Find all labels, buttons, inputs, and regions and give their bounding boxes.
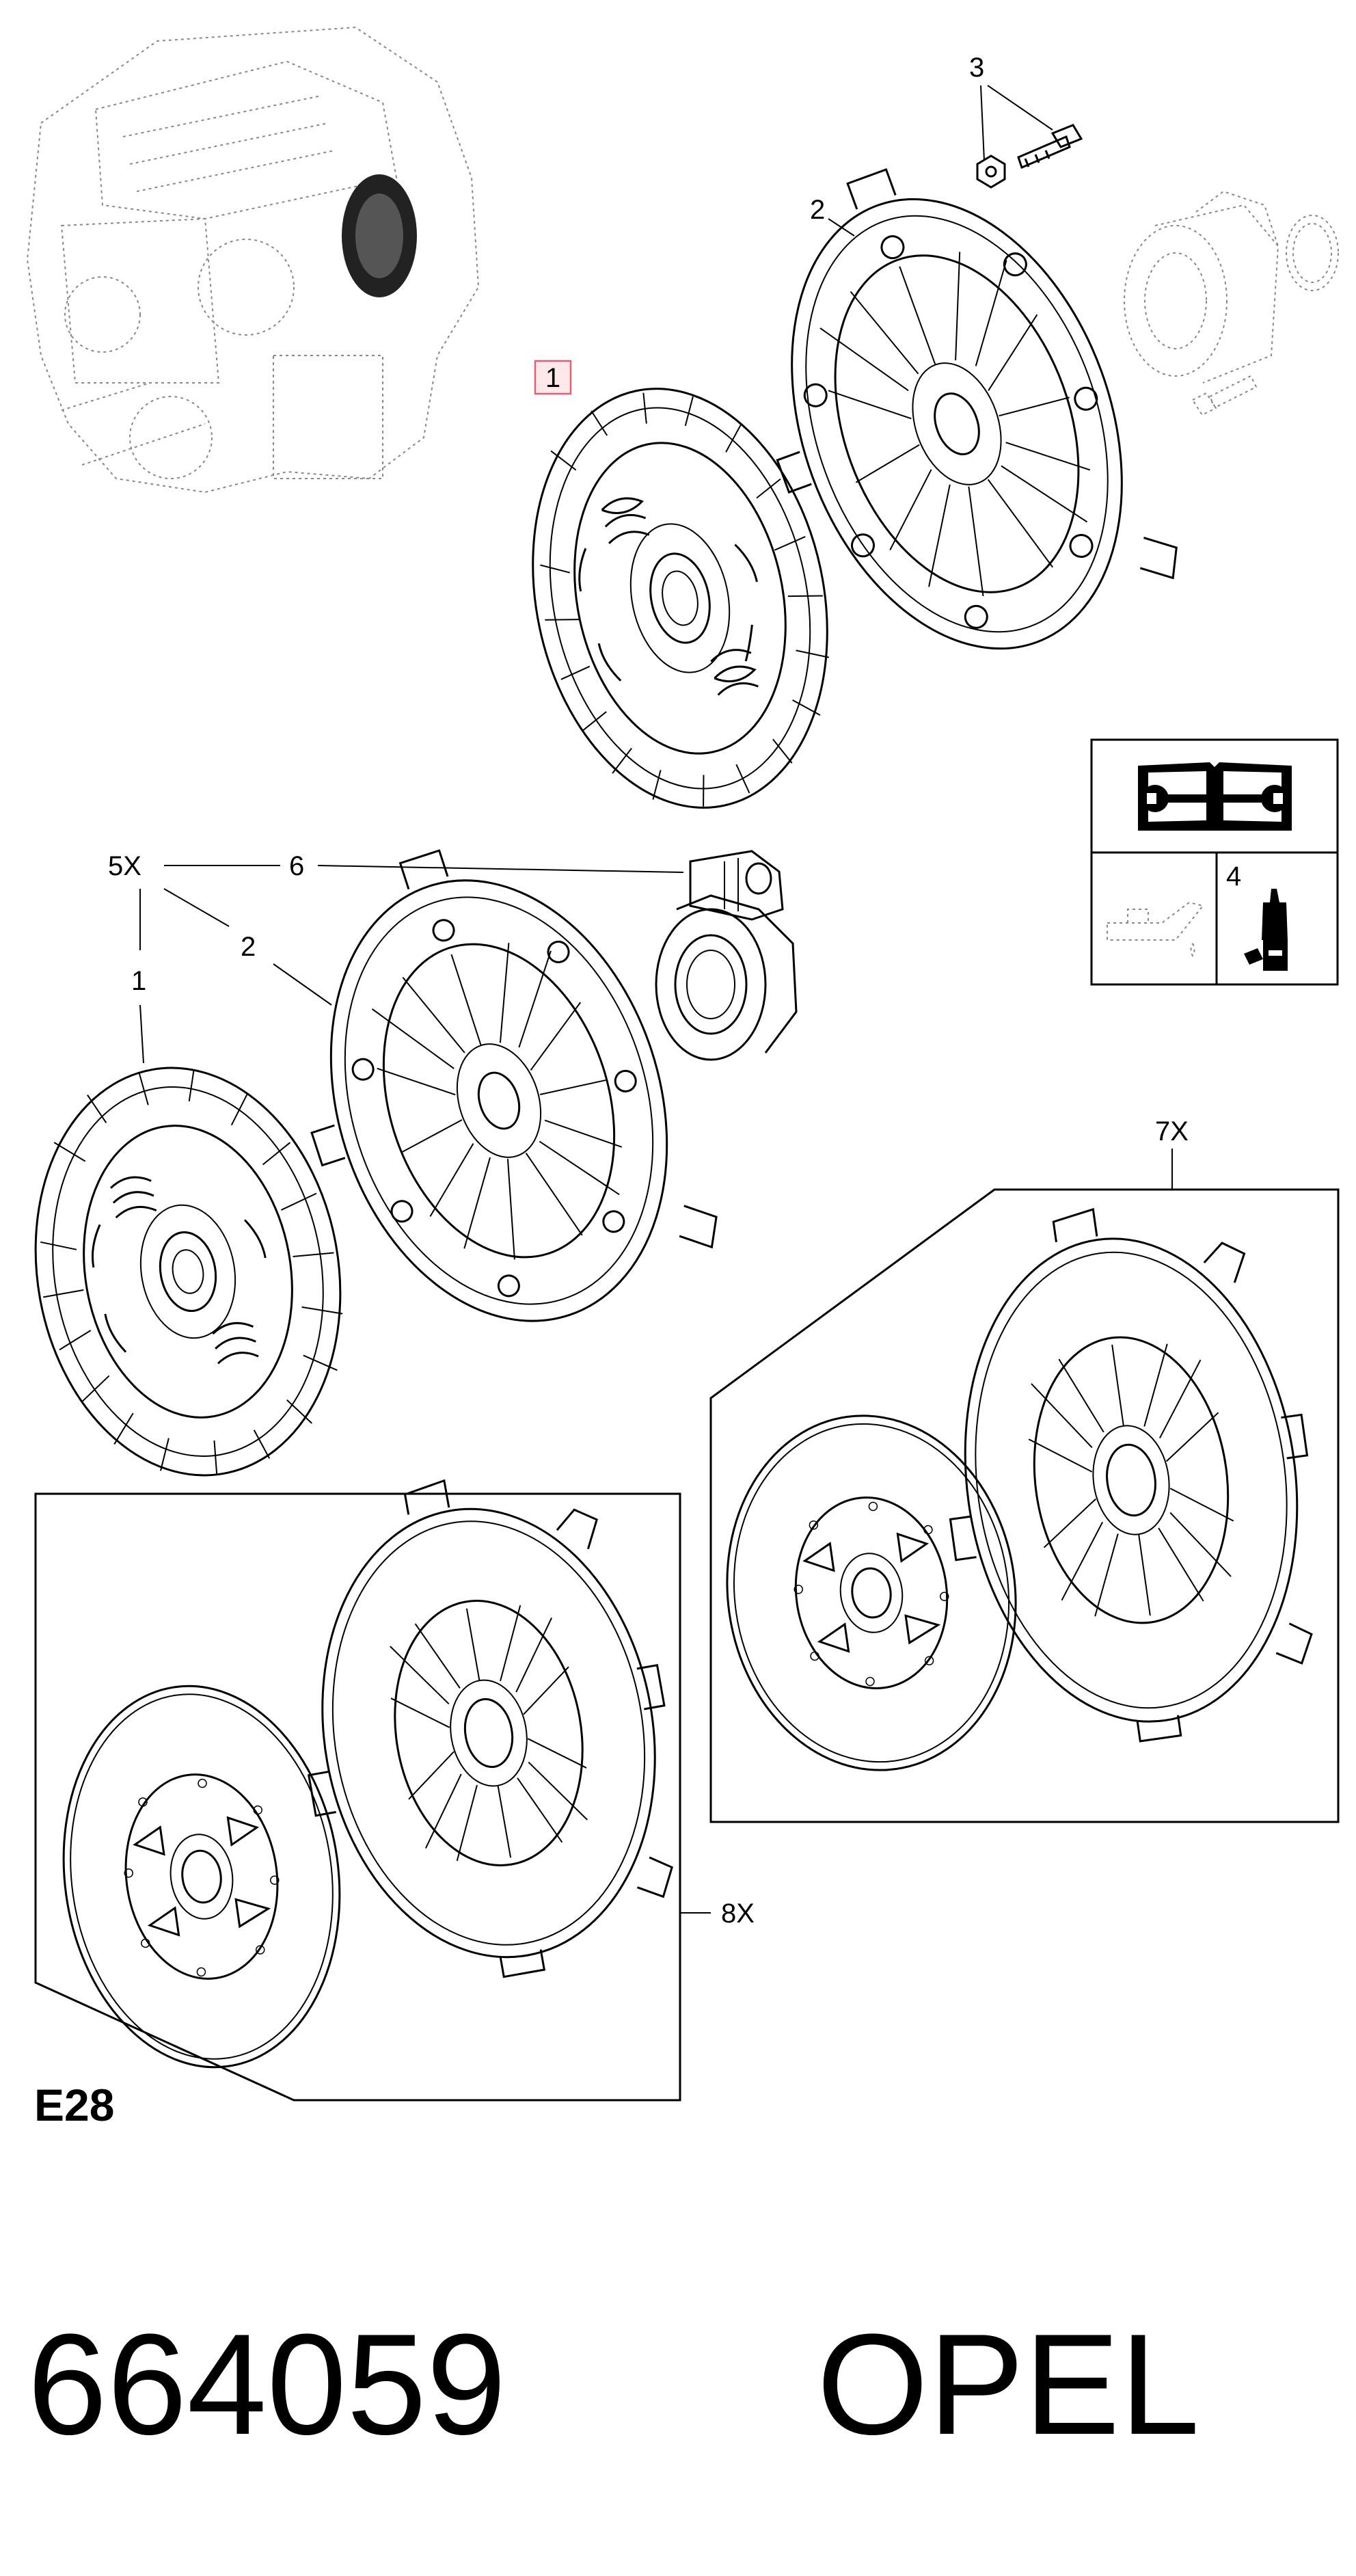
- brand-name: OPEL: [817, 2304, 1199, 2465]
- clutch-disc-mid: [34, 1066, 343, 1477]
- part-number: 664059: [27, 2304, 506, 2465]
- leader-2-top: [828, 218, 855, 237]
- pressure-plate-mid: [310, 849, 718, 1322]
- clutch-disc-top: 1: [532, 360, 829, 809]
- engine-illustration: [26, 26, 480, 494]
- service-icons-panel: 4: [1090, 738, 1339, 986]
- callout-6[interactable]: 6: [289, 851, 304, 881]
- section-code: E28: [34, 2080, 114, 2130]
- bolts-top: 3: [969, 53, 1083, 189]
- callout-2-mid[interactable]: 2: [241, 932, 256, 962]
- release-bearing-top: [1124, 190, 1339, 416]
- release-bearing-mid: [655, 850, 798, 1061]
- pressure-plate-top: 2: [776, 168, 1178, 650]
- callout-7x[interactable]: 7X: [1155, 1116, 1189, 1146]
- callout-1-top-label: 1: [545, 363, 560, 393]
- kit-5x-callouts: 5X 6 2 1: [108, 851, 684, 1064]
- callout-2-top[interactable]: 2: [810, 195, 825, 225]
- callout-4[interactable]: 4: [1226, 861, 1241, 891]
- kit-7x-panel: 7X: [709, 1116, 1340, 1823]
- callout-8x[interactable]: 8X: [721, 1899, 755, 1929]
- open-book-wrench-icon: [1138, 762, 1292, 831]
- callout-3-top[interactable]: 3: [969, 53, 984, 83]
- oil-can-icon: [1107, 901, 1204, 957]
- callout-1-top[interactable]: 1: [534, 360, 572, 395]
- adhesive-bottle-icon: [1244, 889, 1288, 971]
- kit-8x-panel: 8X: [34, 1479, 755, 2102]
- clutch-location-marker: [342, 174, 417, 297]
- callout-1-mid[interactable]: 1: [131, 966, 146, 996]
- callout-5x[interactable]: 5X: [108, 851, 141, 881]
